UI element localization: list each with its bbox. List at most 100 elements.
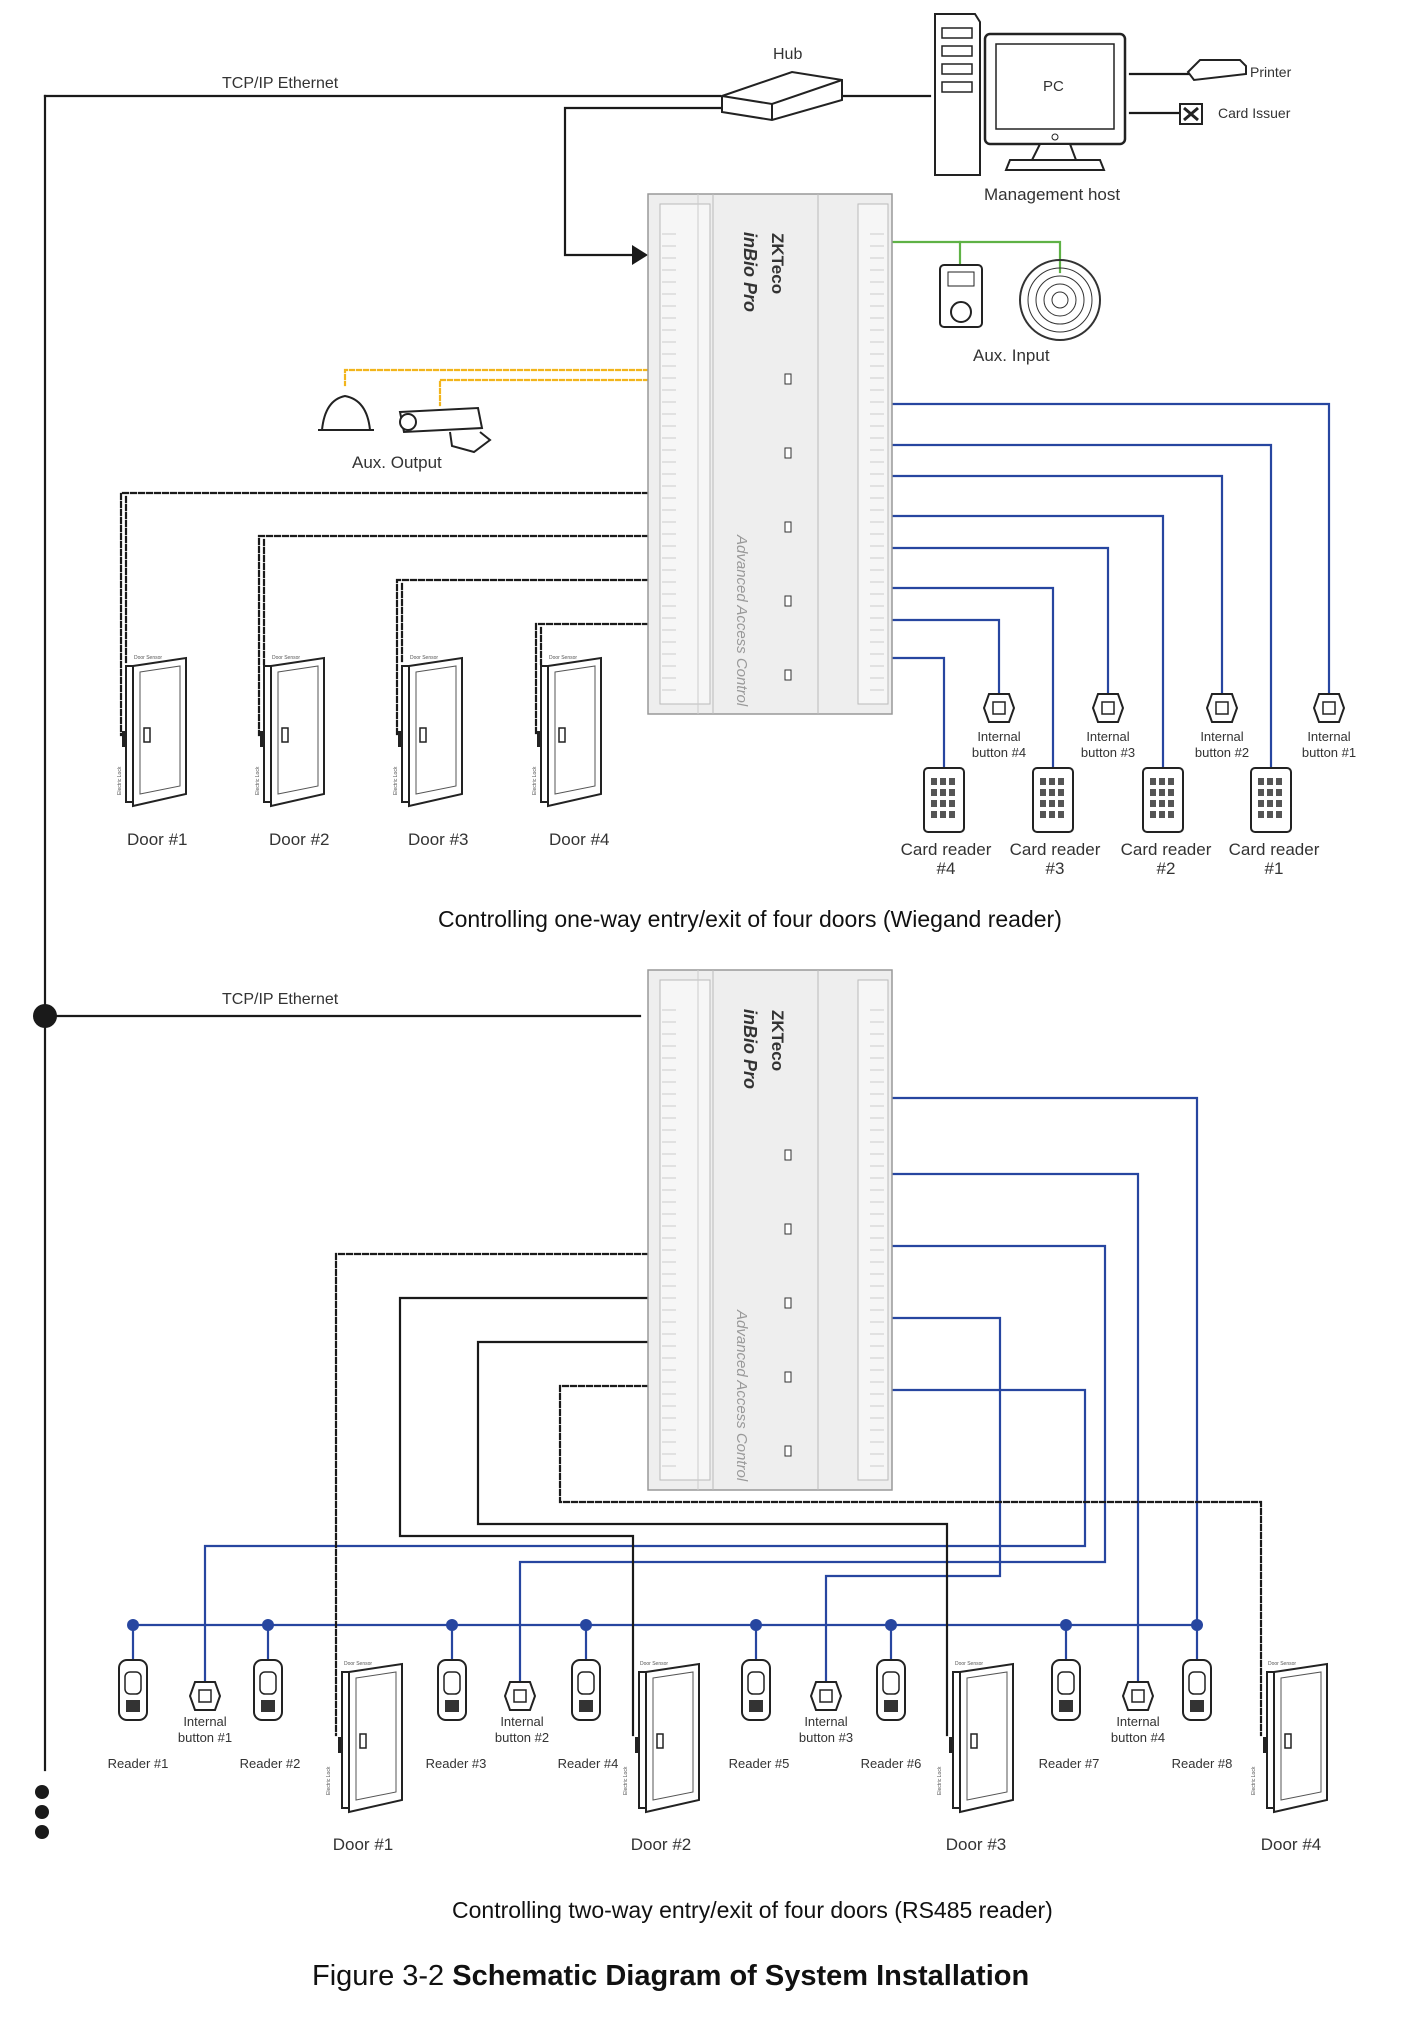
keypad-key-top-3 xyxy=(1049,800,1055,807)
top-reader-3-label-line1: Card reader xyxy=(1010,840,1101,859)
bottom-button-4-label-line1: Internal xyxy=(1116,1714,1159,1729)
bottom-door-1-lock-wire xyxy=(334,1252,650,1737)
aux-input-detector-lens xyxy=(950,301,972,323)
top-button-4-label-line1: Internal xyxy=(977,729,1020,744)
hub-icon xyxy=(721,70,843,122)
bottom-reader-6-label: Reader #6 xyxy=(861,1756,922,1771)
electric-lock-icon-top-4 xyxy=(537,731,541,747)
fingerprint-panel-bottom-4 xyxy=(579,1700,593,1712)
top-reader-2-label-line2: #2 xyxy=(1157,859,1176,878)
bottom-electric-lock-label-4: Electric Lock xyxy=(1251,1766,1257,1795)
controller-led-top xyxy=(784,373,792,385)
keypad-key-top-4 xyxy=(940,800,946,807)
door-frame-top-2 xyxy=(263,665,272,803)
bottom-door-3-label: Door #3 xyxy=(946,1835,1006,1854)
figure-title: Schematic Diagram of System Installation xyxy=(452,1960,1029,1992)
fingerprint-sensor-bottom-7 xyxy=(1057,1671,1075,1695)
keypad-key-top-2 xyxy=(1150,811,1156,818)
exit-button-face-top-1 xyxy=(1322,701,1336,715)
bottom-door-1-label: Door #1 xyxy=(333,1835,393,1854)
aux-output-wire-1 xyxy=(343,368,650,387)
management-host-label: Management host xyxy=(984,185,1120,204)
top-reader-4-label-line2: #4 xyxy=(937,859,956,878)
keypad-key-top-1 xyxy=(1276,811,1282,818)
door-frame-top-4 xyxy=(540,665,549,803)
pc-label: PC xyxy=(1043,78,1064,95)
fingerprint-sensor-bottom-2 xyxy=(259,1671,277,1695)
top-reader-wire-2 xyxy=(890,586,1055,770)
keypad-key-top-4 xyxy=(940,778,946,785)
aux-input-wire-1 xyxy=(890,240,1062,274)
pc-drive-bay xyxy=(941,45,973,57)
door-handle-top-1 xyxy=(143,727,151,743)
bottom-button-3-label-line1: Internal xyxy=(804,1714,847,1729)
door-handle-top-3 xyxy=(419,727,427,743)
exit-button-face-bottom-3 xyxy=(819,1689,833,1703)
pc-drive-bay xyxy=(941,63,973,75)
bottom-door-3-lock-wire xyxy=(476,1340,949,1737)
keypad-key-top-1 xyxy=(1267,800,1273,807)
keypad-key-top-1 xyxy=(1276,789,1282,796)
keypad-key-top-1 xyxy=(1267,778,1273,785)
electric-lock-label-1: Electric Lock xyxy=(117,766,123,795)
door-frame-bottom-1 xyxy=(341,1671,350,1809)
monitor-power-led xyxy=(1051,133,1059,141)
top-button-1-label-line2: button #1 xyxy=(1302,745,1356,760)
figure-caption: Figure 3-2 Schematic Diagram of System I… xyxy=(312,1960,1029,1992)
keypad-key-top-3 xyxy=(1049,811,1055,818)
keypad-key-top-4 xyxy=(931,789,937,796)
keypad-key-top-3 xyxy=(1049,778,1055,785)
exit-button-face-top-4 xyxy=(992,701,1006,715)
keypad-key-top-2 xyxy=(1159,778,1165,785)
top-reader-3-label-line2: #3 xyxy=(1046,859,1065,878)
bottom-button-1-label-line2: button #1 xyxy=(178,1730,232,1745)
keypad-key-top-3 xyxy=(1058,789,1064,796)
bottom-electric-lock-label-2: Electric Lock xyxy=(623,1766,629,1795)
top-button-2-label-line2: button #2 xyxy=(1195,745,1249,760)
aux-output-wire-2 xyxy=(438,378,650,407)
camera-mount xyxy=(449,431,492,454)
keypad-key-top-2 xyxy=(1150,789,1156,796)
keypad-key-top-4 xyxy=(940,811,946,818)
fingerprint-sensor-bottom-8 xyxy=(1188,1671,1206,1695)
monitor-stand xyxy=(1004,143,1106,171)
fingerprint-panel-bottom-6 xyxy=(884,1700,898,1712)
top-door-2-lock-wire xyxy=(257,534,650,737)
keypad-key-top-4 xyxy=(949,811,955,818)
electric-lock-icon-bottom-2 xyxy=(635,1737,639,1753)
controller-right-terminal-top xyxy=(857,203,889,705)
bottom-button-2-wire xyxy=(518,1244,1107,1692)
bottom-button-2-label-line1: Internal xyxy=(500,1714,543,1729)
aux-input-smoke-detector-icon xyxy=(1027,267,1093,333)
keypad-key-top-4 xyxy=(949,778,955,785)
card-issuer-label: Card Issuer xyxy=(1218,105,1291,121)
figure-number: Figure 3-2 xyxy=(312,1960,452,1992)
fingerprint-sensor-bottom-3 xyxy=(443,1671,461,1695)
top-button-wire-3 xyxy=(890,474,1224,702)
continuation-dot-2 xyxy=(35,1805,49,1819)
bottom-door-4-label: Door #4 xyxy=(1261,1835,1321,1854)
door-sensor-label-1: Door Sensor xyxy=(134,655,162,661)
electric-lock-icon-bottom-1 xyxy=(338,1737,342,1753)
top-door-1-label: Door #1 xyxy=(127,830,187,849)
controller-left-terminal-bottom xyxy=(659,979,711,1481)
controller-subtitle-top: Advanced Access Control xyxy=(733,534,750,707)
door-sensor-label-2: Door Sensor xyxy=(272,655,300,661)
siren-icon xyxy=(320,394,372,431)
keypad-key-top-3 xyxy=(1058,778,1064,785)
top-door-4-lock-wire xyxy=(534,622,650,737)
bottom-reader-3-label: Reader #3 xyxy=(426,1756,487,1771)
door-leaf-top-4 xyxy=(547,656,602,808)
aux-input-label: Aux. Input xyxy=(973,346,1050,365)
keypad-key-top-2 xyxy=(1159,811,1165,818)
bottom-door-2-lock-wire xyxy=(398,1296,650,1737)
door-frame-bottom-2 xyxy=(638,1671,647,1809)
door-handle-bottom-4 xyxy=(1284,1733,1292,1749)
bottom-door-sensor-label-2: Door Sensor xyxy=(640,1661,668,1667)
door-panel-top-1 xyxy=(139,665,181,795)
bottom-button-4-label-line2: button #4 xyxy=(1111,1730,1165,1745)
rs485-feed-wire xyxy=(890,1096,1199,1627)
camera-lens xyxy=(399,413,417,431)
top-button-1-label-line1: Internal xyxy=(1307,729,1350,744)
fingerprint-panel-bottom-5 xyxy=(749,1700,763,1712)
